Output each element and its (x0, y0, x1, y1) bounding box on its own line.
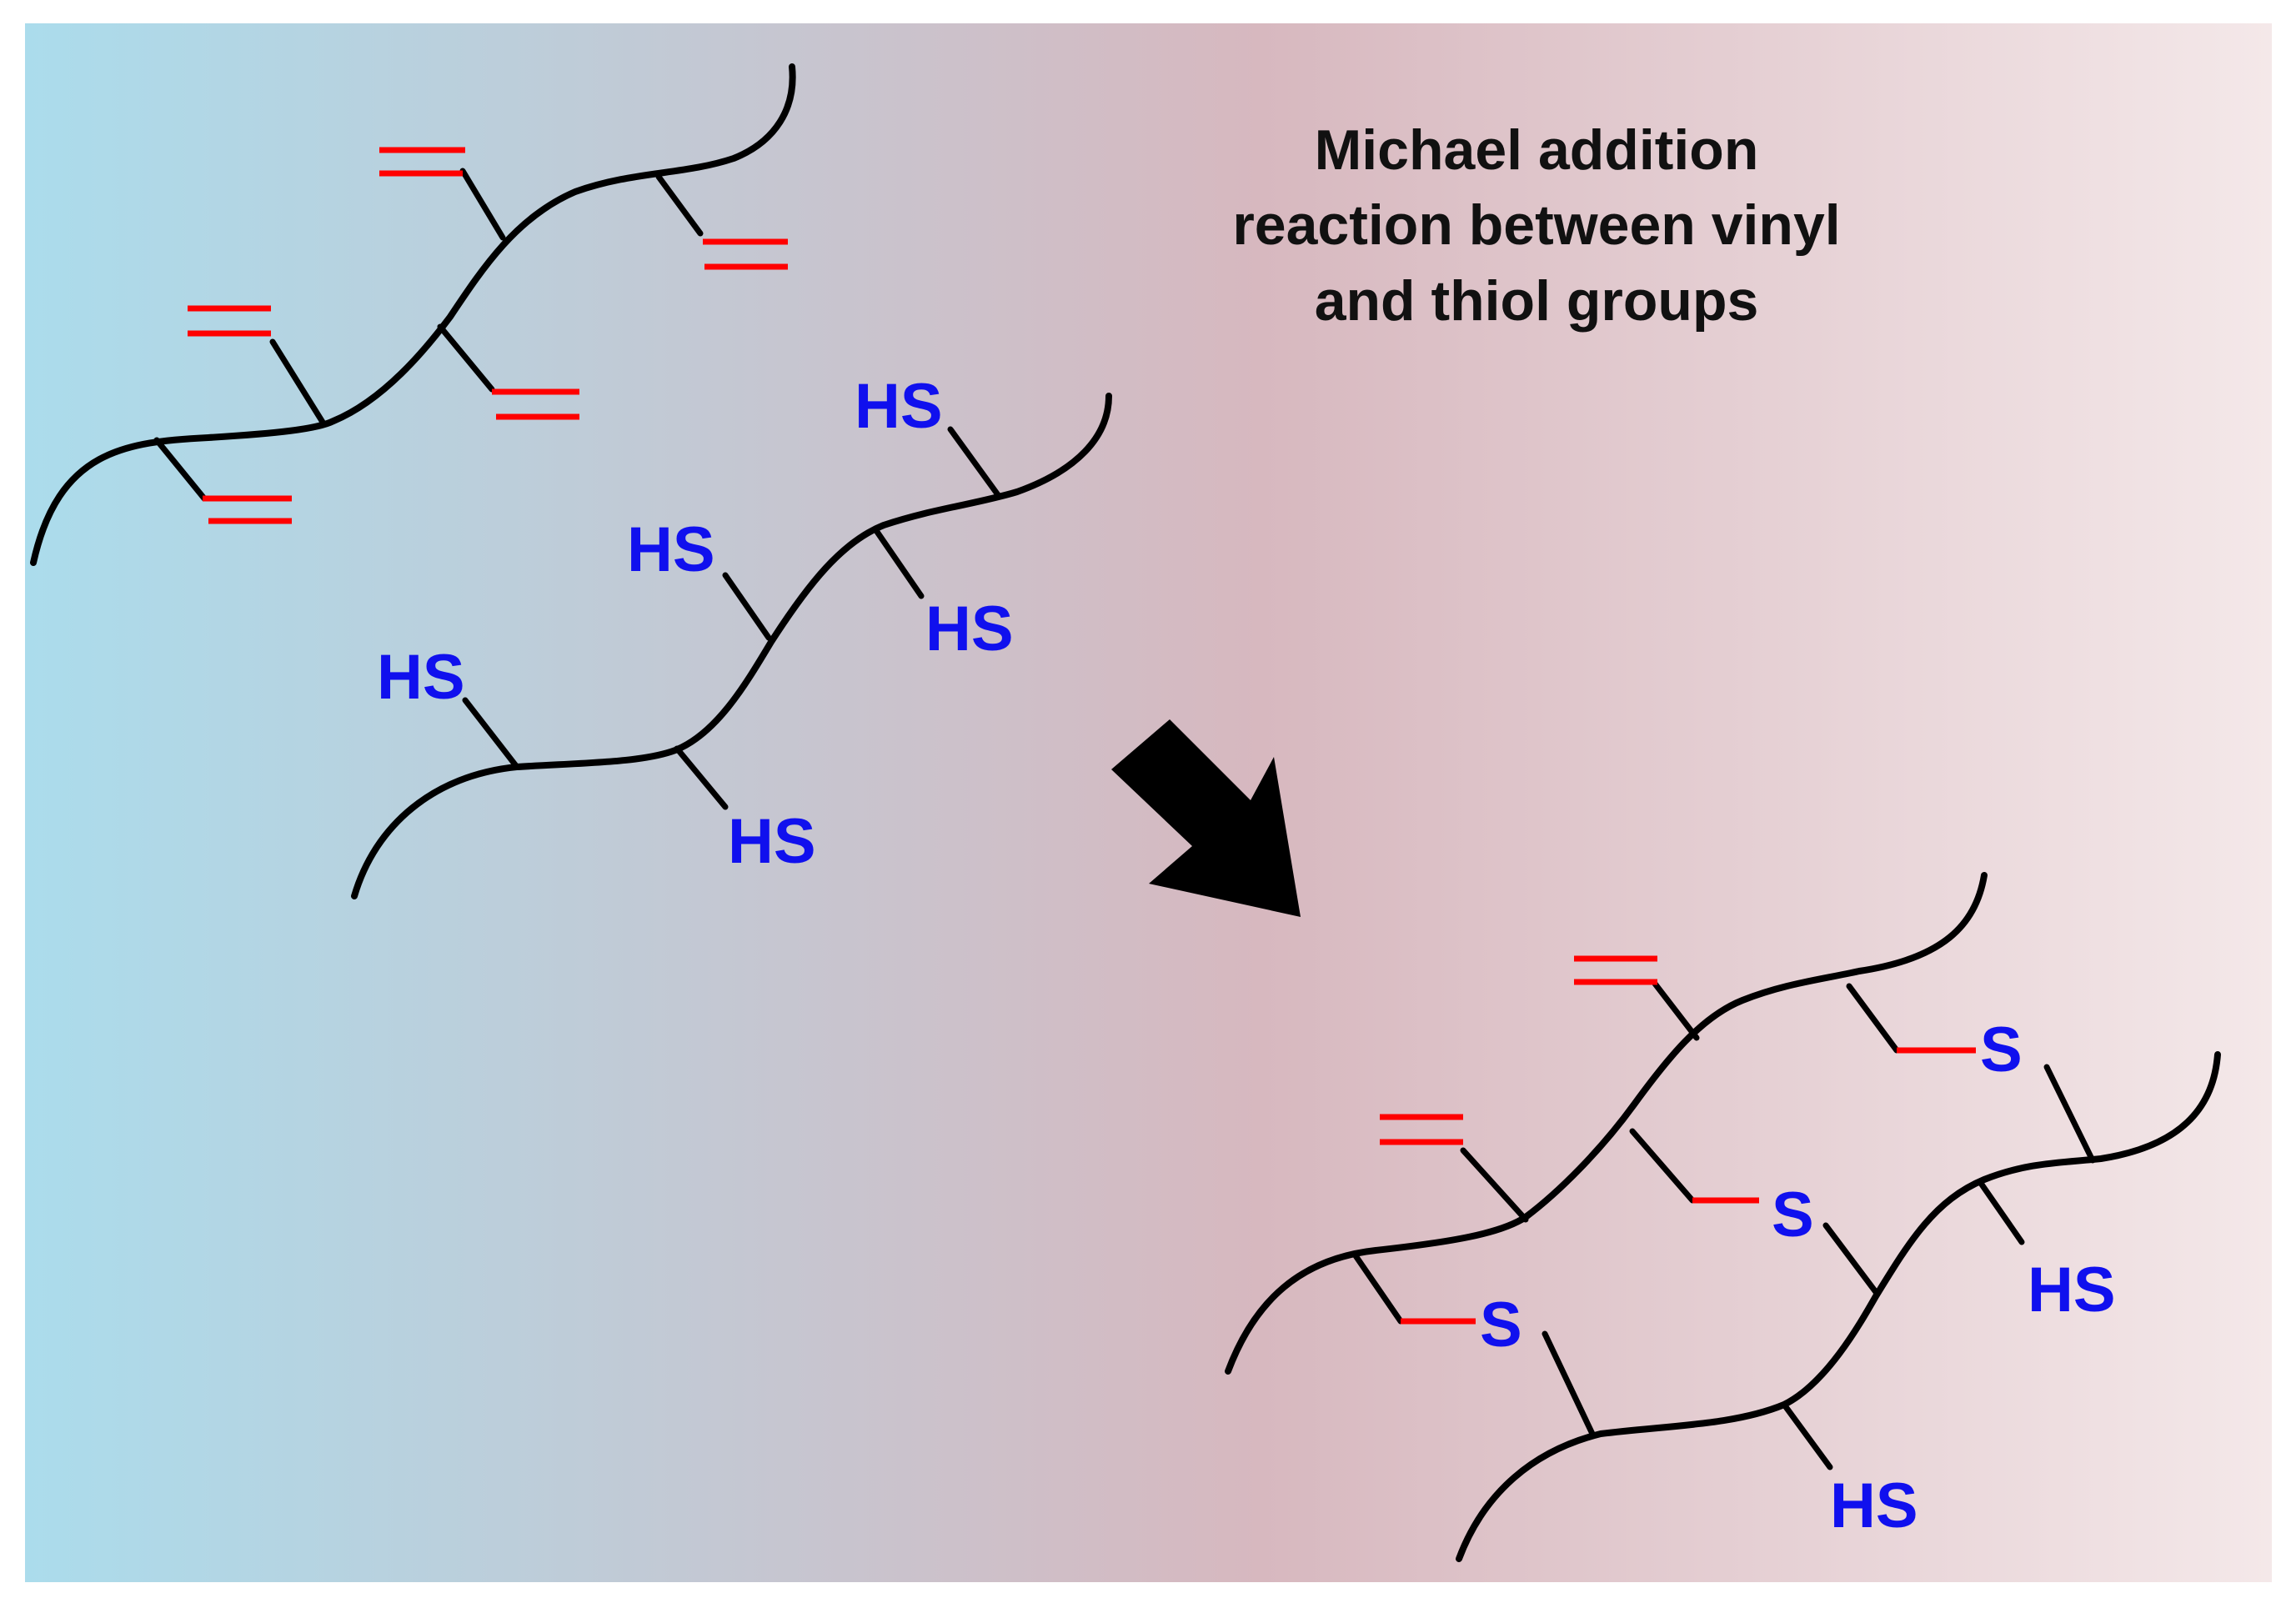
thiol-group-label: HS (1830, 1470, 1918, 1541)
vinyl-group (203, 495, 292, 524)
product-sulfur-labels: S S S (1480, 1014, 2023, 1360)
caption: Michael addition reaction between vinyl … (1232, 118, 1840, 333)
thioether-sulfur-label: S (1980, 1014, 2023, 1085)
thiol-group-label: HS (855, 371, 943, 442)
thiol-group-label: HS (627, 514, 715, 585)
product-thiol-labels: HS HS (1830, 1255, 2116, 1541)
thiol-groups: HS HS HS HS HS (377, 371, 1014, 877)
vinyl-polymer-side-chains (153, 168, 704, 502)
thiol-group-label: HS (2028, 1255, 2116, 1325)
vinyl-polymer-backbone (30, 63, 796, 566)
vinyl-group (703, 238, 788, 270)
thiol-group-label: HS (377, 642, 465, 713)
caption-line-3: and thiol groups (1315, 269, 1759, 333)
product-vinyl-groups (1380, 955, 1657, 1145)
vinyl-polymer (30, 63, 796, 566)
thioether-linkers (1401, 1047, 1976, 1325)
thioether-sulfur-label: S (1480, 1290, 1522, 1360)
thiol-group-label: HS (728, 806, 816, 877)
vinyl-group (1574, 955, 1657, 985)
thiol-polymer-backbone (351, 393, 1112, 899)
caption-line-1: Michael addition (1315, 118, 1759, 182)
arrow-down-right-icon (1111, 719, 1301, 917)
product-side-chains (1351, 980, 2096, 1470)
caption-line-2: reaction between vinyl (1232, 193, 1840, 257)
product-network: S S S HS HS (1225, 872, 2221, 1562)
product-backbones (1225, 872, 2221, 1562)
thiol-polymer: HS HS HS HS HS (351, 371, 1112, 899)
thiol-polymer-side-chains (462, 426, 1002, 810)
product-backbone-top (1225, 872, 1988, 1375)
vinyl-groups (188, 147, 788, 524)
vinyl-group (188, 305, 271, 337)
thioether-sulfur-label: S (1772, 1180, 1814, 1250)
product-backbone-bottom (1456, 1051, 2221, 1562)
thiol-group-label: HS (925, 594, 1014, 664)
vinyl-group (1380, 1114, 1463, 1145)
vinyl-group (379, 147, 465, 177)
vinyl-group (492, 388, 579, 420)
